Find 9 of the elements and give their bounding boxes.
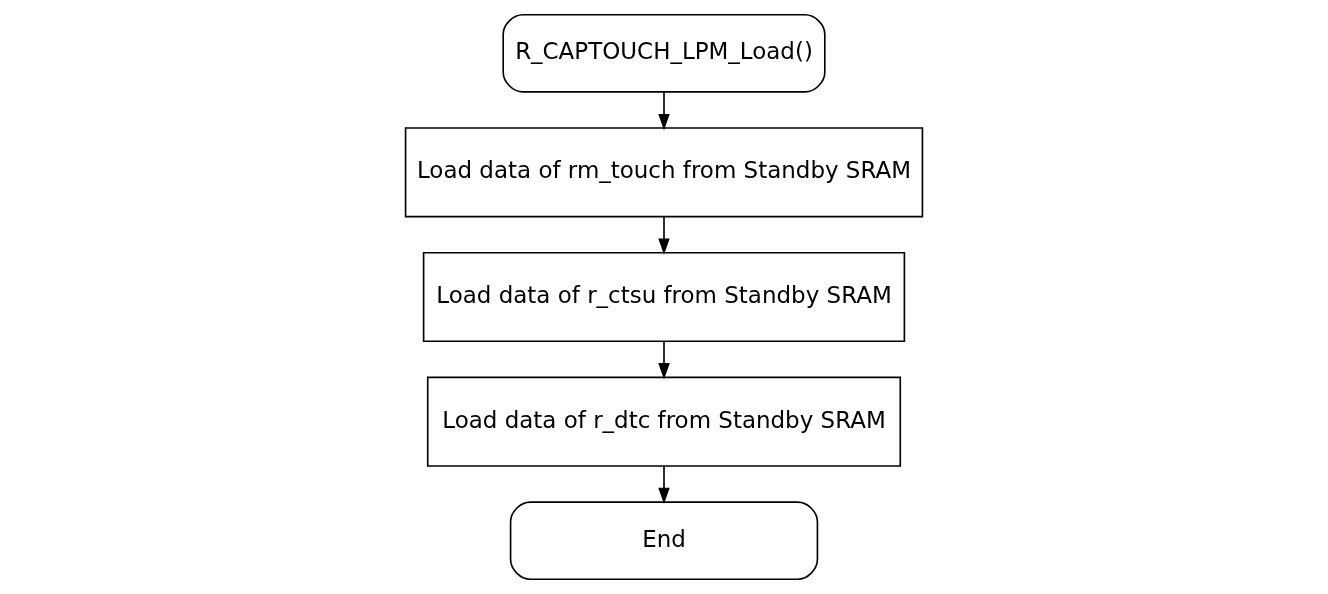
node-box: R_CAPTOUCH_LPM_Load(): [502, 13, 826, 93]
node-box: End: [509, 501, 819, 581]
node-box: Load data of r_ctsu from Standby SRAM: [422, 251, 906, 343]
arrow: [658, 465, 670, 505]
arrow: [658, 91, 670, 131]
node-box: Load data of r_dtc from Standby SRAM: [426, 376, 902, 467]
arrow: [658, 341, 670, 380]
node-box: Load data of rm_touch from Standby SRAM: [404, 127, 924, 218]
arrow: [658, 216, 670, 255]
